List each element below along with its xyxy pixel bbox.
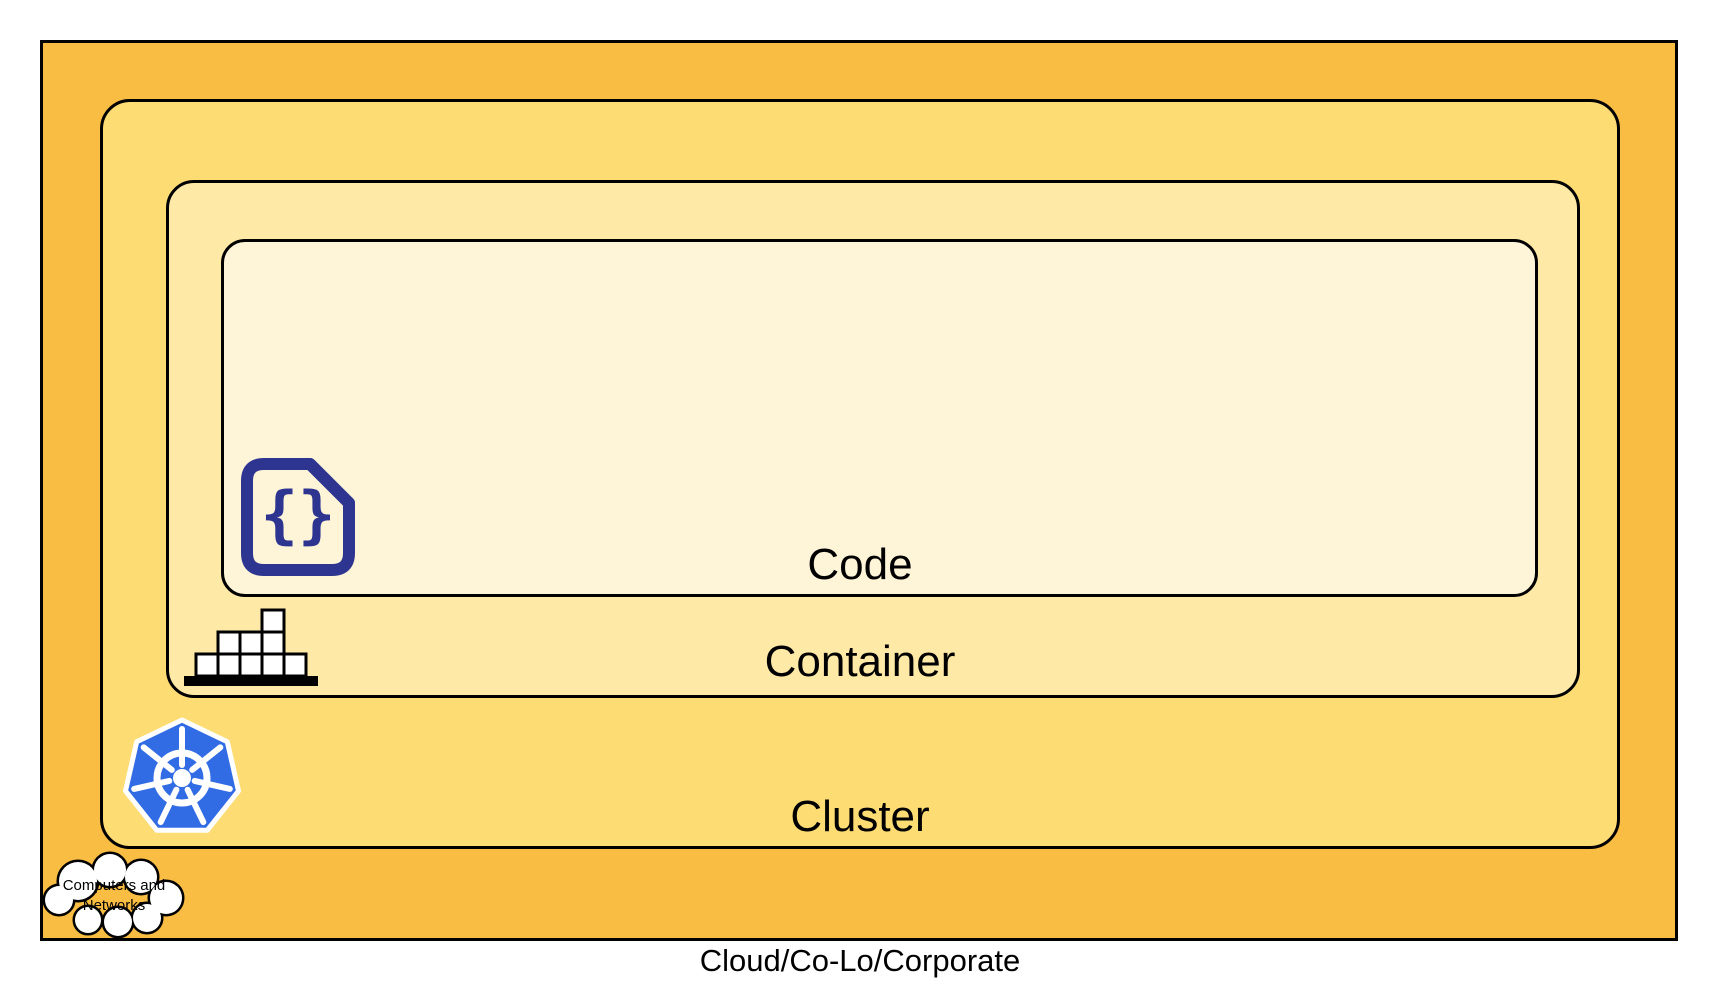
container-boxes-icon — [184, 608, 318, 686]
datacenter-label-line1: Cloud/Co-Lo/Corporate — [699, 943, 1021, 978]
container-label: Container — [764, 637, 956, 686]
datacenter-label: Cloud/Co-Lo/Corporate Datacenter — [0, 868, 1720, 992]
cloud-label-line2: Networks — [82, 897, 146, 914]
code-file-icon: {} — [238, 456, 358, 578]
container-boxes-icon-svg — [184, 608, 318, 686]
code-box — [221, 239, 1538, 597]
cloud-icon-svg — [42, 851, 185, 939]
cloud-label: Computers and Networks — [42, 851, 186, 939]
code-file-icon-svg — [241, 458, 355, 576]
code-label: Code — [807, 540, 913, 589]
kubernetes-icon — [117, 716, 247, 840]
cloud-icon: Computers and Networks — [42, 851, 186, 939]
cloud-label-line1: Computers and — [62, 877, 166, 894]
curly-braces-glyph: {} — [260, 477, 336, 551]
cluster-label: Cluster — [790, 792, 930, 841]
kubernetes-icon-svg — [123, 717, 241, 833]
